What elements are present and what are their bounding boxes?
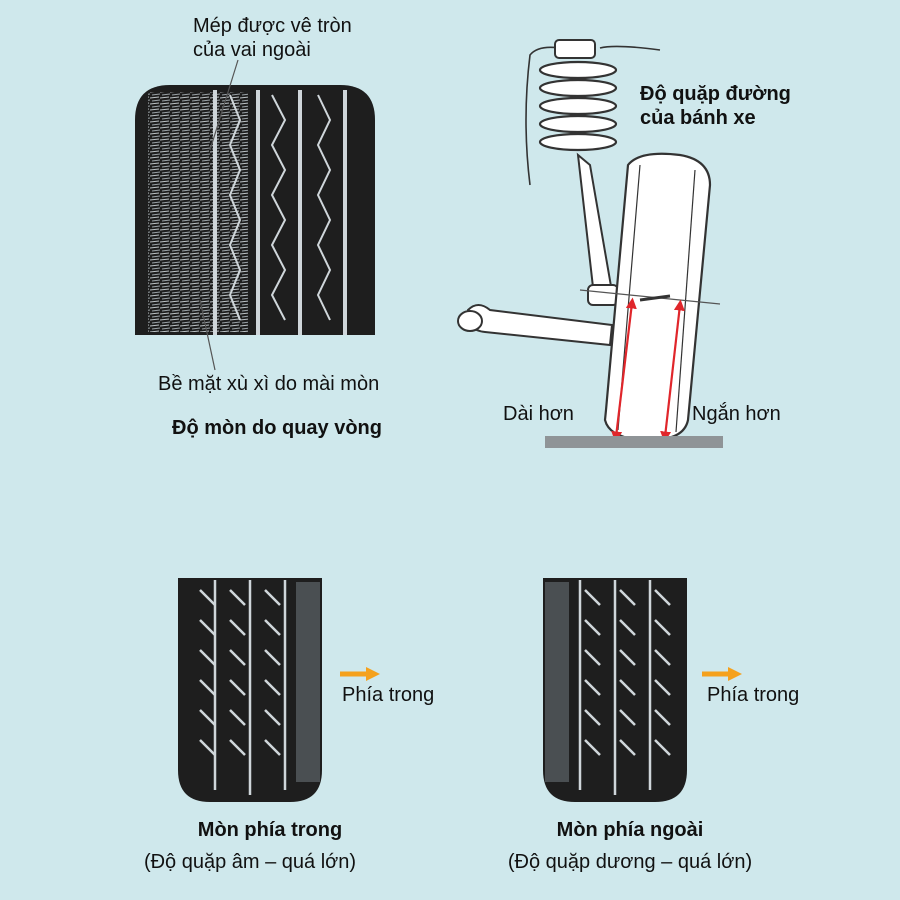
- outer-direction-arrow: [702, 667, 742, 681]
- camber-title-line2: của bánh xe: [640, 107, 756, 129]
- caption-outer-wear: Mòn phía ngoài: [556, 819, 704, 841]
- subcaption-positive-camber: (Độ quặp dương – quá lớn): [507, 851, 753, 873]
- inner-wear-tire: [178, 578, 322, 802]
- annotation-rounded-edge-line1: Mép được vê tròn: [193, 15, 352, 37]
- cornering-wear-tire: [135, 59, 375, 371]
- caption-inner-wear: Mòn phía trong: [197, 819, 343, 841]
- subcaption-negative-camber: (Độ quặp âm – quá lớn): [143, 851, 357, 873]
- annotation-rounded-edge-line2: của vai ngoài: [193, 39, 311, 61]
- camber-title-line1: Độ quặp đường: [640, 83, 791, 105]
- ground-line: [545, 436, 723, 448]
- caption-cornering-wear: Độ mòn do quay vòng: [172, 417, 382, 439]
- inner-direction-arrow: [340, 667, 380, 681]
- inner-direction-label: Phía trong: [342, 684, 435, 706]
- label-shorter: Ngắn hơn: [692, 403, 781, 425]
- label-longer: Dài hơn: [503, 403, 574, 425]
- annotation-rough-surface: Bề mặt xù xì do mài mòn: [158, 373, 380, 395]
- outer-wear-tire: [543, 578, 687, 802]
- outer-direction-label: Phía trong: [707, 684, 800, 706]
- camber-length-arrows: [611, 297, 685, 443]
